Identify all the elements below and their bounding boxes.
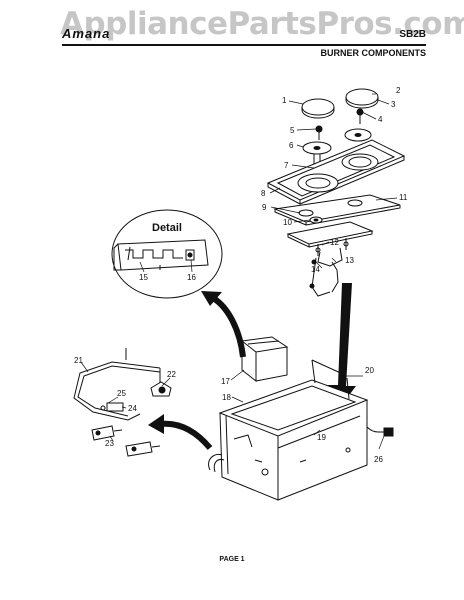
callout-2: 2 — [396, 86, 401, 95]
pressure-regulator — [150, 381, 172, 397]
callout-10: 10 — [283, 218, 292, 227]
power-cord — [366, 426, 394, 437]
model-number: SB2B — [399, 29, 426, 40]
gas-valves — [91, 425, 161, 457]
page-number: PAGE 1 — [219, 556, 245, 563]
detail-callout — [111, 209, 223, 299]
cooktop-plate — [266, 139, 406, 205]
burner-cap-right — [345, 88, 379, 109]
gas-hose — [208, 453, 225, 473]
callout-15: 15 — [139, 273, 148, 282]
burner-cap-left — [301, 98, 335, 119]
callout-24: 24 — [128, 404, 137, 413]
callout-9: 9 — [262, 203, 267, 212]
burner-heads — [302, 128, 372, 166]
burner-box — [218, 359, 369, 501]
arrow-box-to-valves — [148, 414, 213, 450]
callout-11: 11 — [399, 193, 408, 202]
callout-22: 22 — [167, 370, 176, 379]
callout-21: 21 — [74, 356, 83, 365]
callout-20: 20 — [365, 366, 374, 375]
callout-13: 13 — [345, 256, 354, 265]
section-title: BURNER COMPONENTS — [320, 48, 426, 58]
callout-17: 17 — [221, 377, 230, 386]
arrow-to-detail — [201, 291, 246, 358]
callout-14: 14 — [311, 265, 320, 274]
gas-manifold — [73, 348, 161, 421]
callout-3: 3 — [391, 100, 396, 109]
leader-lines — [80, 93, 398, 450]
gas-tubing — [309, 247, 343, 297]
callout-1: 1 — [282, 96, 287, 105]
callout-5: 5 — [290, 126, 295, 135]
header-rule — [62, 44, 426, 46]
callout-19: 19 — [317, 433, 326, 442]
callout-25: 25 — [117, 389, 126, 398]
arrow-upper-to-box — [328, 283, 356, 406]
callout-4: 4 — [378, 115, 383, 124]
callout-16: 16 — [187, 273, 196, 282]
callout-12: 12 — [330, 238, 339, 247]
burner-support-bracket — [286, 221, 374, 256]
orifice-seals — [298, 199, 363, 224]
detail-title: Detail — [152, 222, 182, 234]
callout-8: 8 — [261, 189, 266, 198]
callout-labels: 1 2 3 4 5 6 7 8 9 10 11 12 13 14 15 16 1… — [74, 86, 408, 464]
callout-26: 26 — [374, 455, 383, 464]
callout-18: 18 — [222, 393, 231, 402]
callout-7: 7 — [284, 161, 289, 170]
callout-6: 6 — [289, 141, 294, 150]
brand-logo: Amana — [62, 26, 111, 41]
callout-23: 23 — [105, 439, 114, 448]
junction-box — [240, 336, 289, 383]
watermark: AppliancePartsPros.com — [60, 6, 464, 42]
